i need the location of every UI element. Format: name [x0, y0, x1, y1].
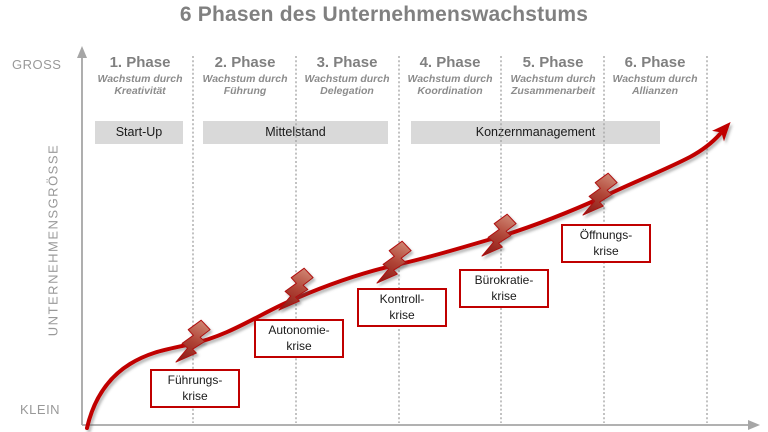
stage-bar-konzernmanagement: Konzernmanagement	[411, 121, 660, 144]
lightning-bolt-icon	[479, 210, 519, 264]
phase-subtitle: Wachstum durch Koordination	[407, 73, 493, 97]
phase-column-4: 4. Phase Wachstum durch Koordination	[398, 54, 502, 98]
phase-column-6: 6. Phase Wachstum durch Allianzen	[603, 54, 707, 98]
phase-title: 2. Phase	[214, 54, 276, 71]
stage-bar-startup: Start-Up	[95, 121, 183, 144]
phase-column-2: 2. Phase Wachstum durch Führung	[193, 54, 297, 98]
crisis-line: Führungs-	[167, 373, 223, 387]
crisis-line: krise	[491, 288, 517, 303]
crisis-label-autonomiekrise: Autonomie- krise	[254, 319, 344, 358]
crisis-line: Öffnungs-	[579, 228, 633, 242]
phase-column-1: 1. Phase Wachstum durch Kreativität	[88, 54, 192, 98]
phase-column-5: 5. Phase Wachstum durch Zusammenarbeit	[501, 54, 605, 98]
crisis-line: krise	[593, 243, 619, 258]
phase-title: 4. Phase	[419, 54, 481, 71]
crisis-line: Autonomie-	[268, 323, 330, 337]
crisis-label-buerokratiekrise: Bürokratie- krise	[459, 269, 549, 308]
crisis-line: krise	[286, 338, 312, 353]
crisis-label-kontrollkrise: Kontroll- krise	[357, 288, 447, 327]
crisis-label-fuehrungskrise: Führungs- krise	[150, 369, 240, 408]
phase-subtitle: Wachstum durch Führung	[202, 73, 288, 97]
crisis-line: krise	[182, 388, 208, 403]
phase-title: 3. Phase	[316, 54, 378, 71]
phase-title: 5. Phase	[522, 54, 584, 71]
y-axis-max-label: GROSS	[12, 57, 62, 72]
phase-title: 1. Phase	[109, 54, 171, 71]
phase-title: 6. Phase	[624, 54, 686, 71]
phase-subtitle: Wachstum durch Delegation	[304, 73, 390, 97]
crisis-line: krise	[389, 307, 415, 322]
phase-subtitle: Wachstum durch Allianzen	[612, 73, 698, 97]
crisis-line: Kontroll-	[379, 292, 425, 306]
y-axis-min-label: KLEIN	[20, 402, 61, 417]
crisis-label-oeffnungskrise: Öffnungs- krise	[561, 224, 651, 263]
crisis-line: Bürokratie-	[474, 273, 534, 287]
page-title: 6 Phasen des Unternehmenswachstums	[179, 3, 589, 26]
phase-column-3: 3. Phase Wachstum durch Delegation	[295, 54, 399, 98]
phase-subtitle: Wachstum durch Zusammenarbeit	[510, 73, 596, 97]
phase-subtitle: Wachstum durch Kreativität	[97, 73, 183, 97]
lightning-bolt-icon	[580, 169, 620, 223]
lightning-bolt-icon	[173, 316, 213, 370]
